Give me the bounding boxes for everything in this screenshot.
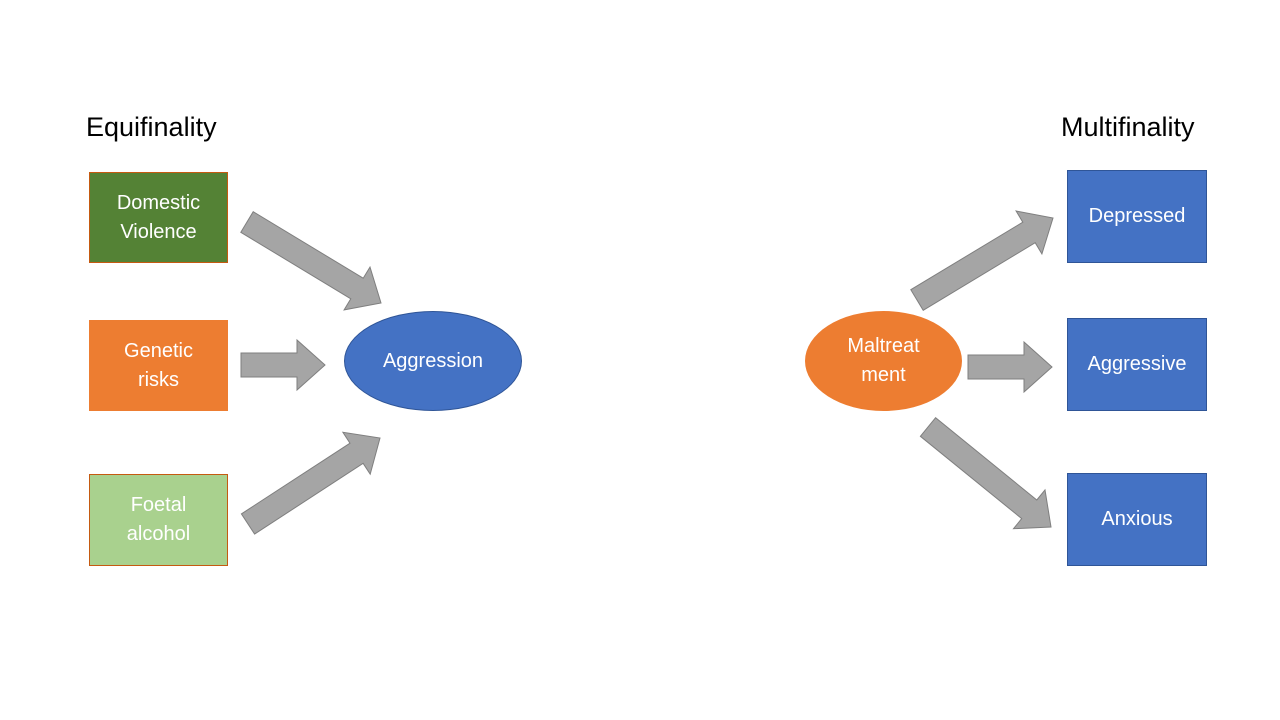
cause-label: Maltreat ment <box>847 335 920 386</box>
cause-ellipse-maltreatment: Maltreat ment <box>805 311 962 411</box>
outcome-label: Depressed <box>1088 205 1186 227</box>
cause-box-domestic-violence: Domestic Violence <box>89 172 228 263</box>
arrow-genetic-to-aggression <box>240 338 326 392</box>
arrow-maltreatment-to-depressed <box>910 210 1054 311</box>
outcome-ellipse-aggression: Aggression <box>344 311 522 411</box>
cause-label: Foetal alcohol <box>126 494 191 545</box>
outcome-label: Aggressive <box>1087 353 1187 375</box>
cause-label: Genetic risks <box>124 339 193 391</box>
outcome-box-anxious: Anxious <box>1067 473 1207 566</box>
multifinality-title: Multifinality <box>1061 112 1195 142</box>
outcome-box-depressed: Depressed <box>1067 170 1207 263</box>
cause-box-genetic-risks: Genetic risks <box>89 320 228 411</box>
cause-box-foetal-alcohol: Foetal alcohol <box>89 474 228 566</box>
outcome-label: Aggression <box>382 349 484 372</box>
outcome-label: Anxious <box>1101 508 1173 530</box>
cause-label: Domestic Violence <box>116 191 201 243</box>
arrow-maltreatment-to-anxious <box>919 416 1052 530</box>
outcome-box-aggressive: Aggressive <box>1067 318 1207 411</box>
arrow-foetal-to-aggression <box>240 431 381 535</box>
equifinality-title: Equifinality <box>86 112 217 142</box>
arrow-domestic-to-aggression <box>240 211 382 311</box>
arrow-maltreatment-to-aggressive <box>967 340 1053 394</box>
